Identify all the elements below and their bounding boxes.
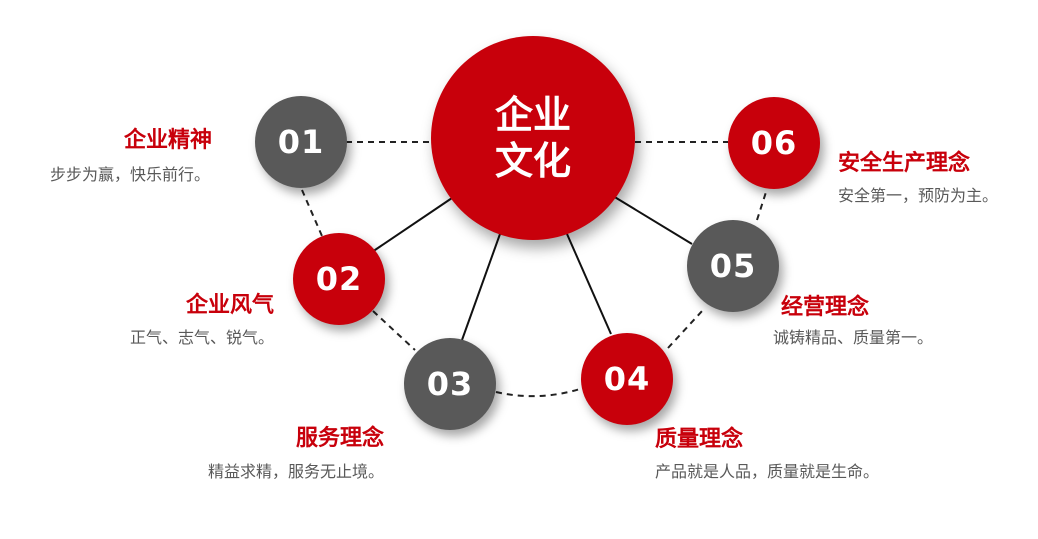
title-05: 经营理念 <box>781 295 870 320</box>
title-06: 安全生产理念 <box>838 151 971 176</box>
dashed-link-03-04 <box>495 387 584 398</box>
desc-04: 产品就是人品，质量就是生命。 <box>655 462 880 481</box>
dashed-link-04-05 <box>667 309 704 349</box>
desc-03: 精益求精，服务无止境。 <box>207 462 384 481</box>
node-05: 05 <box>687 220 779 312</box>
dashed-link-01-02 <box>301 189 323 237</box>
center-node-enterprise-culture: 企业 文化 <box>431 36 635 240</box>
spoke-02 <box>371 197 453 253</box>
title-02: 企业风气 <box>185 293 274 318</box>
dashed-link-05-06 <box>756 188 768 221</box>
spoke-05 <box>612 195 693 245</box>
title-04: 质量理念 <box>655 427 744 452</box>
desc-02: 正气、志气、锐气。 <box>129 328 274 347</box>
spoke-04 <box>566 233 612 335</box>
title-03: 服务理念 <box>295 426 384 451</box>
node-01: 01 <box>255 96 347 188</box>
spoke-03 <box>461 233 501 341</box>
node-03: 03 <box>404 338 496 430</box>
node-04: 04 <box>581 333 673 425</box>
desc-06: 安全第一，预防为主。 <box>838 186 999 205</box>
desc-01: 步步为赢，快乐前行。 <box>49 165 210 184</box>
title-01: 企业精神 <box>123 128 212 153</box>
desc-05: 诚铸精品、质量第一。 <box>773 328 934 347</box>
node-02: 02 <box>293 233 385 325</box>
dashed-link-02-03 <box>372 310 416 351</box>
node-06: 06 <box>728 97 820 189</box>
center-text-line1: 企业 <box>494 93 571 137</box>
center-text-line2: 文化 <box>494 139 571 183</box>
